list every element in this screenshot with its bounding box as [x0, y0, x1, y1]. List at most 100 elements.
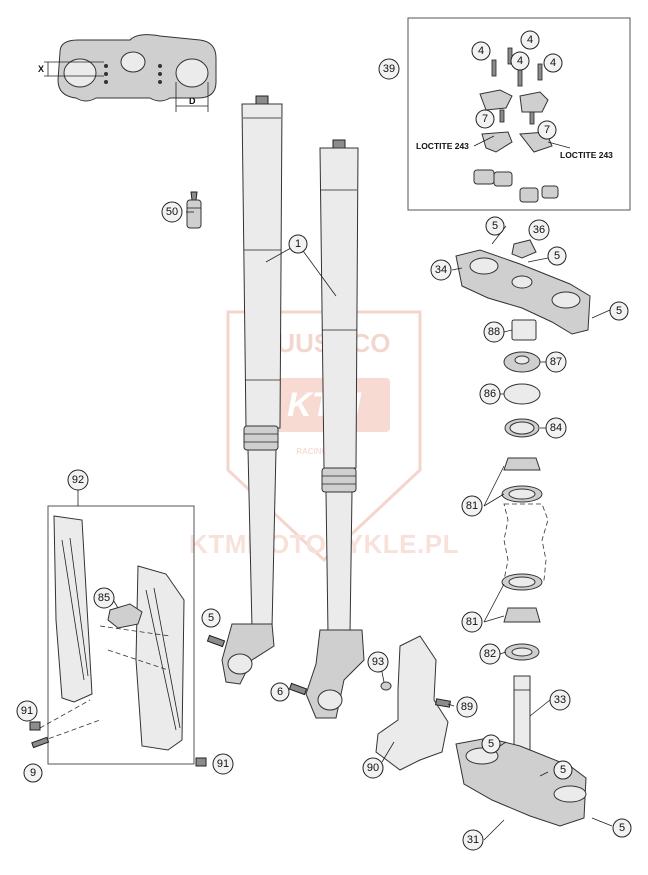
screws-left: [29, 634, 308, 767]
part-81-bearing-upper: [503, 457, 541, 471]
svg-text:92: 92: [72, 474, 84, 486]
svg-text:87: 87: [550, 356, 562, 368]
callout-leaders: [77, 211, 613, 841]
callout-4c: 4: [510, 51, 530, 71]
svg-text:84: 84: [550, 422, 562, 434]
callout-5d: 5: [481, 734, 501, 754]
callout-81a: 81: [461, 495, 483, 517]
clamp-detail-bore-right: [175, 58, 209, 88]
part-31-33-lower-triple-clamp: [455, 675, 587, 827]
watermark-url: KTMMOTOCYKLE.PL: [189, 529, 459, 559]
svg-text:36: 36: [533, 224, 545, 236]
fork-protector-box: [47, 505, 195, 765]
svg-text:1: 1: [295, 238, 301, 250]
callout-85: 85: [93, 587, 115, 609]
loctite-label-right: LOCTITE 243: [560, 150, 613, 160]
part-86-washer: [503, 383, 541, 405]
callout-4d: 4: [543, 53, 563, 73]
bearing-stack: [501, 319, 543, 503]
callout-87: 87: [545, 351, 567, 373]
callout-39: 39: [378, 58, 400, 80]
svg-text:6: 6: [277, 686, 283, 698]
svg-text:5: 5: [208, 612, 214, 624]
callout-50: 50: [161, 201, 183, 223]
callout-34: 34: [430, 259, 452, 281]
fork-guard-group: [375, 635, 451, 771]
part-85-bracket: [107, 603, 143, 629]
callout-93: 93: [367, 651, 389, 673]
callout-6: 6: [270, 682, 290, 702]
callout-5e: 5: [553, 760, 573, 780]
callout-5a: 5: [485, 216, 505, 236]
steering-head-outline: [503, 503, 549, 581]
callout-5b: 5: [547, 246, 567, 266]
svg-text:5: 5: [616, 305, 622, 317]
svg-text:39: 39: [383, 63, 395, 75]
svg-text:34: 34: [435, 264, 447, 276]
svg-text:4: 4: [517, 55, 523, 67]
lower-bearings: [501, 573, 543, 661]
part-90-fork-guard: [375, 635, 449, 771]
svg-text:89: 89: [461, 701, 473, 713]
watermark-logo-sub: RACING: [296, 447, 328, 456]
svg-text:5: 5: [488, 738, 494, 750]
dimension-d-label: D: [189, 96, 196, 106]
callout-5f: 5: [612, 818, 632, 838]
clamp-parts-box: LOCTITE 243 LOCTITE 243: [407, 17, 631, 211]
part-50-thread-locker: [186, 191, 202, 229]
callout-1: 1: [288, 234, 308, 254]
callout-33: 33: [549, 689, 571, 711]
callouts: 1 4 4 4 4 7 7 39 50 5 36 5 34 5 88 87 86…: [16, 30, 632, 851]
svg-text:5: 5: [560, 764, 566, 776]
svg-text:4: 4: [550, 57, 556, 69]
callout-90: 90: [362, 757, 384, 779]
callout-31: 31: [462, 829, 484, 851]
svg-text:81: 81: [466, 616, 478, 628]
callout-86: 86: [479, 383, 501, 405]
clamp-detail-holes: [104, 64, 162, 84]
part-88-sleeve: [511, 319, 537, 341]
callout-89: 89: [456, 696, 478, 718]
svg-text:86: 86: [484, 388, 496, 400]
clamp-detail-bore-center: [120, 51, 146, 73]
callout-4b: 4: [520, 30, 540, 50]
fork-protector-right: [135, 565, 185, 751]
callout-9: 9: [23, 763, 43, 783]
svg-text:5: 5: [492, 220, 498, 232]
callout-91b: 91: [212, 753, 234, 775]
callout-7a: 7: [475, 109, 495, 129]
svg-text:7: 7: [482, 113, 488, 125]
callout-7b: 7: [537, 120, 557, 140]
callout-81b: 81: [461, 611, 483, 633]
svg-text:91: 91: [21, 705, 33, 717]
part-34-upper-triple-clamp: [455, 239, 591, 335]
svg-text:4: 4: [527, 34, 533, 46]
clamp-detail-bore-left: [63, 58, 97, 88]
callout-5c: 5: [609, 301, 629, 321]
callout-82: 82: [479, 643, 501, 665]
loctite-label-left: LOCTITE 243: [416, 141, 469, 151]
svg-text:9: 9: [30, 767, 36, 779]
svg-text:82: 82: [484, 648, 496, 660]
callout-88: 88: [483, 321, 505, 343]
callout-5g: 5: [201, 608, 221, 628]
svg-text:81: 81: [466, 500, 478, 512]
svg-text:5: 5: [554, 250, 560, 262]
dimension-x-label: X: [38, 64, 44, 74]
fork-leg-left: [221, 95, 283, 685]
callout-36: 36: [528, 219, 550, 241]
part-93-washer: [380, 681, 392, 691]
svg-text:4: 4: [478, 45, 484, 57]
callout-84: 84: [545, 417, 567, 439]
svg-text:88: 88: [488, 326, 500, 338]
triple-clamp-dimension-detail: X D: [38, 34, 217, 112]
svg-text:91: 91: [217, 758, 229, 770]
svg-text:33: 33: [554, 694, 566, 706]
clamp-parts-frame: [407, 17, 631, 211]
svg-text:7: 7: [544, 124, 550, 136]
svg-text:50: 50: [166, 206, 178, 218]
svg-text:5: 5: [619, 822, 625, 834]
fork-protector-group: [33, 505, 195, 765]
watermark-shield: [226, 310, 422, 563]
